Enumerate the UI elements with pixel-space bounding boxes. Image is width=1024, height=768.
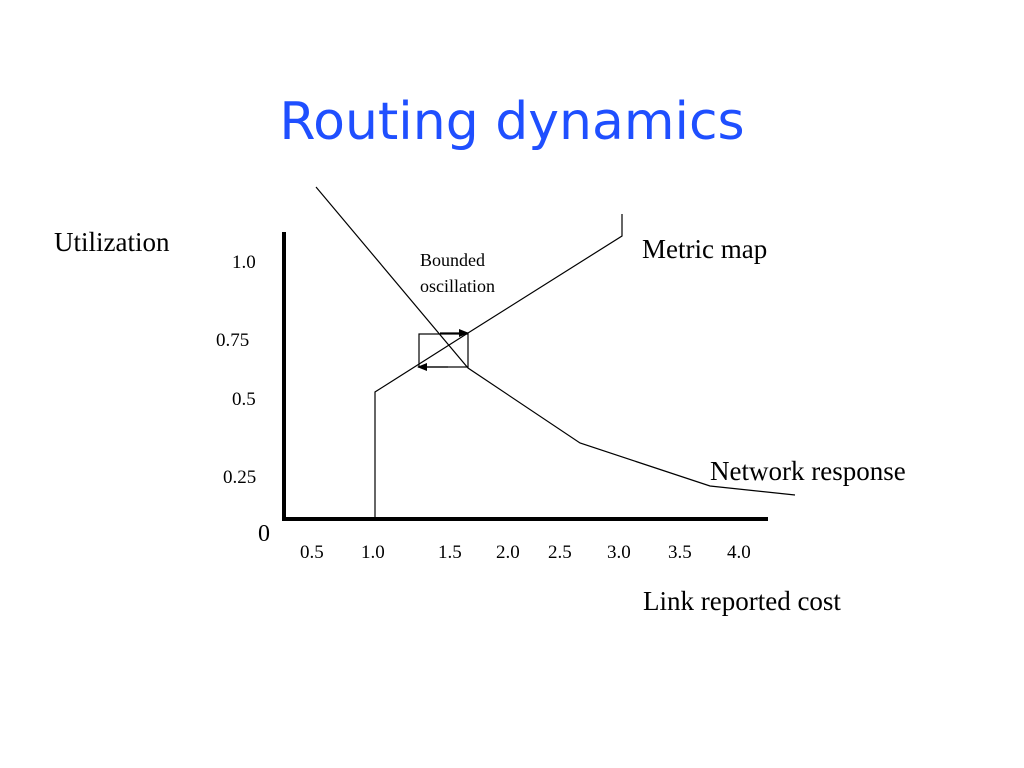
metric-map-curve bbox=[374, 214, 623, 519]
x-tick-label: 4.0 bbox=[727, 542, 751, 563]
x-tick-label: 2.5 bbox=[548, 542, 572, 563]
y-tick-label: 0.5 bbox=[232, 389, 256, 410]
x-axis-label: Link reported cost bbox=[643, 586, 841, 616]
annotation-line-1: Bounded bbox=[420, 250, 485, 270]
slide-title: Routing dynamics bbox=[279, 92, 745, 152]
x-tick-label: 2.0 bbox=[496, 542, 520, 563]
network-response-label: Network response bbox=[710, 456, 906, 486]
x-tick-label: 3.0 bbox=[607, 542, 631, 563]
origin-label: 0 bbox=[258, 521, 270, 547]
x-tick-label: 1.5 bbox=[438, 542, 462, 563]
x-tick-label: 0.5 bbox=[300, 542, 324, 563]
x-tick-label: 1.0 bbox=[361, 542, 385, 563]
network-response-curve bbox=[315, 186, 796, 496]
y-tick-label: 1.0 bbox=[232, 252, 256, 273]
annotation-line-2: oscillation bbox=[420, 276, 495, 296]
y-axis-label: Utilization bbox=[54, 227, 170, 257]
metric-map-label: Metric map bbox=[642, 234, 767, 264]
x-tick-label: 3.5 bbox=[668, 542, 692, 563]
y-tick-label: 0.75 bbox=[216, 330, 249, 351]
y-tick-label: 0.25 bbox=[223, 467, 256, 488]
